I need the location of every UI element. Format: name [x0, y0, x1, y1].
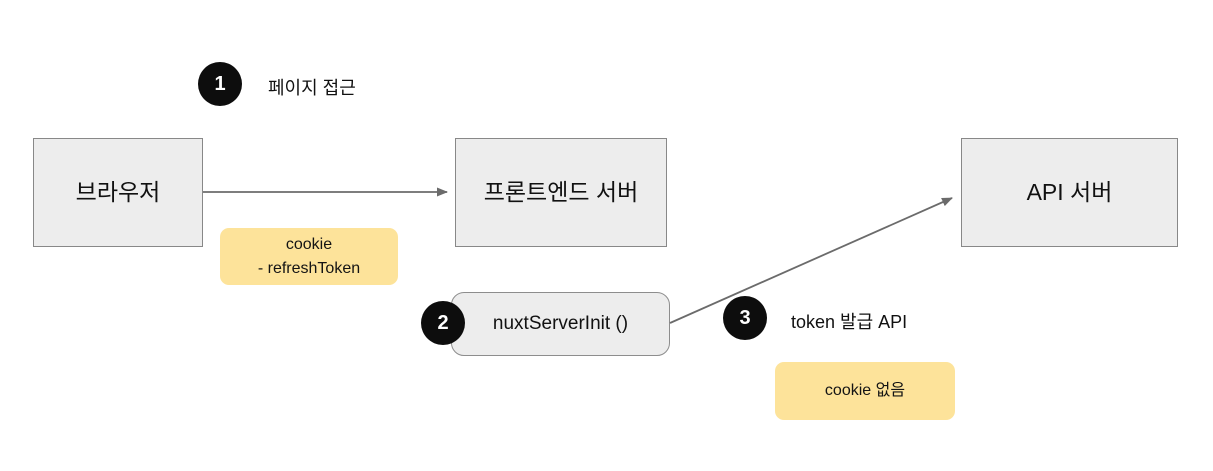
- step-label-3: token 발급 API: [791, 312, 908, 332]
- step-badge-1: 1: [198, 62, 242, 106]
- note-cookie-refresh-token-line-2: - refreshToken: [257, 259, 361, 277]
- node-nuxt-server-init: nuxtServerInit (): [451, 292, 670, 356]
- note-cookie-none: cookie 없음: [775, 362, 955, 420]
- step-badge-2: 2: [421, 301, 465, 345]
- node-nuxt-server-init-label: nuxtServerInit (): [492, 312, 629, 334]
- note-cookie-none-line-1: cookie 없음: [824, 382, 906, 400]
- node-browser-label: 브라우저: [75, 178, 161, 205]
- step-label-1: 페이지 접근: [268, 78, 356, 98]
- step-badge-1-number: 1: [214, 72, 226, 95]
- step-badge-2-number: 2: [437, 311, 449, 334]
- node-api-server: API 서버: [961, 138, 1178, 247]
- node-frontend-server-label: 프론트엔드 서버: [483, 178, 639, 205]
- node-browser: 브라우저: [33, 138, 203, 247]
- node-frontend-server: 프론트엔드 서버: [455, 138, 667, 247]
- step-badge-3: 3: [723, 296, 767, 340]
- step-badge-3-number: 3: [739, 306, 751, 329]
- note-cookie-refresh-token-line-1: cookie: [285, 236, 333, 254]
- node-api-server-label: API 서버: [1026, 178, 1113, 205]
- edge-nuxt-to-api: [669, 197, 953, 324]
- note-cookie-refresh-token: cookie - refreshToken: [220, 228, 398, 285]
